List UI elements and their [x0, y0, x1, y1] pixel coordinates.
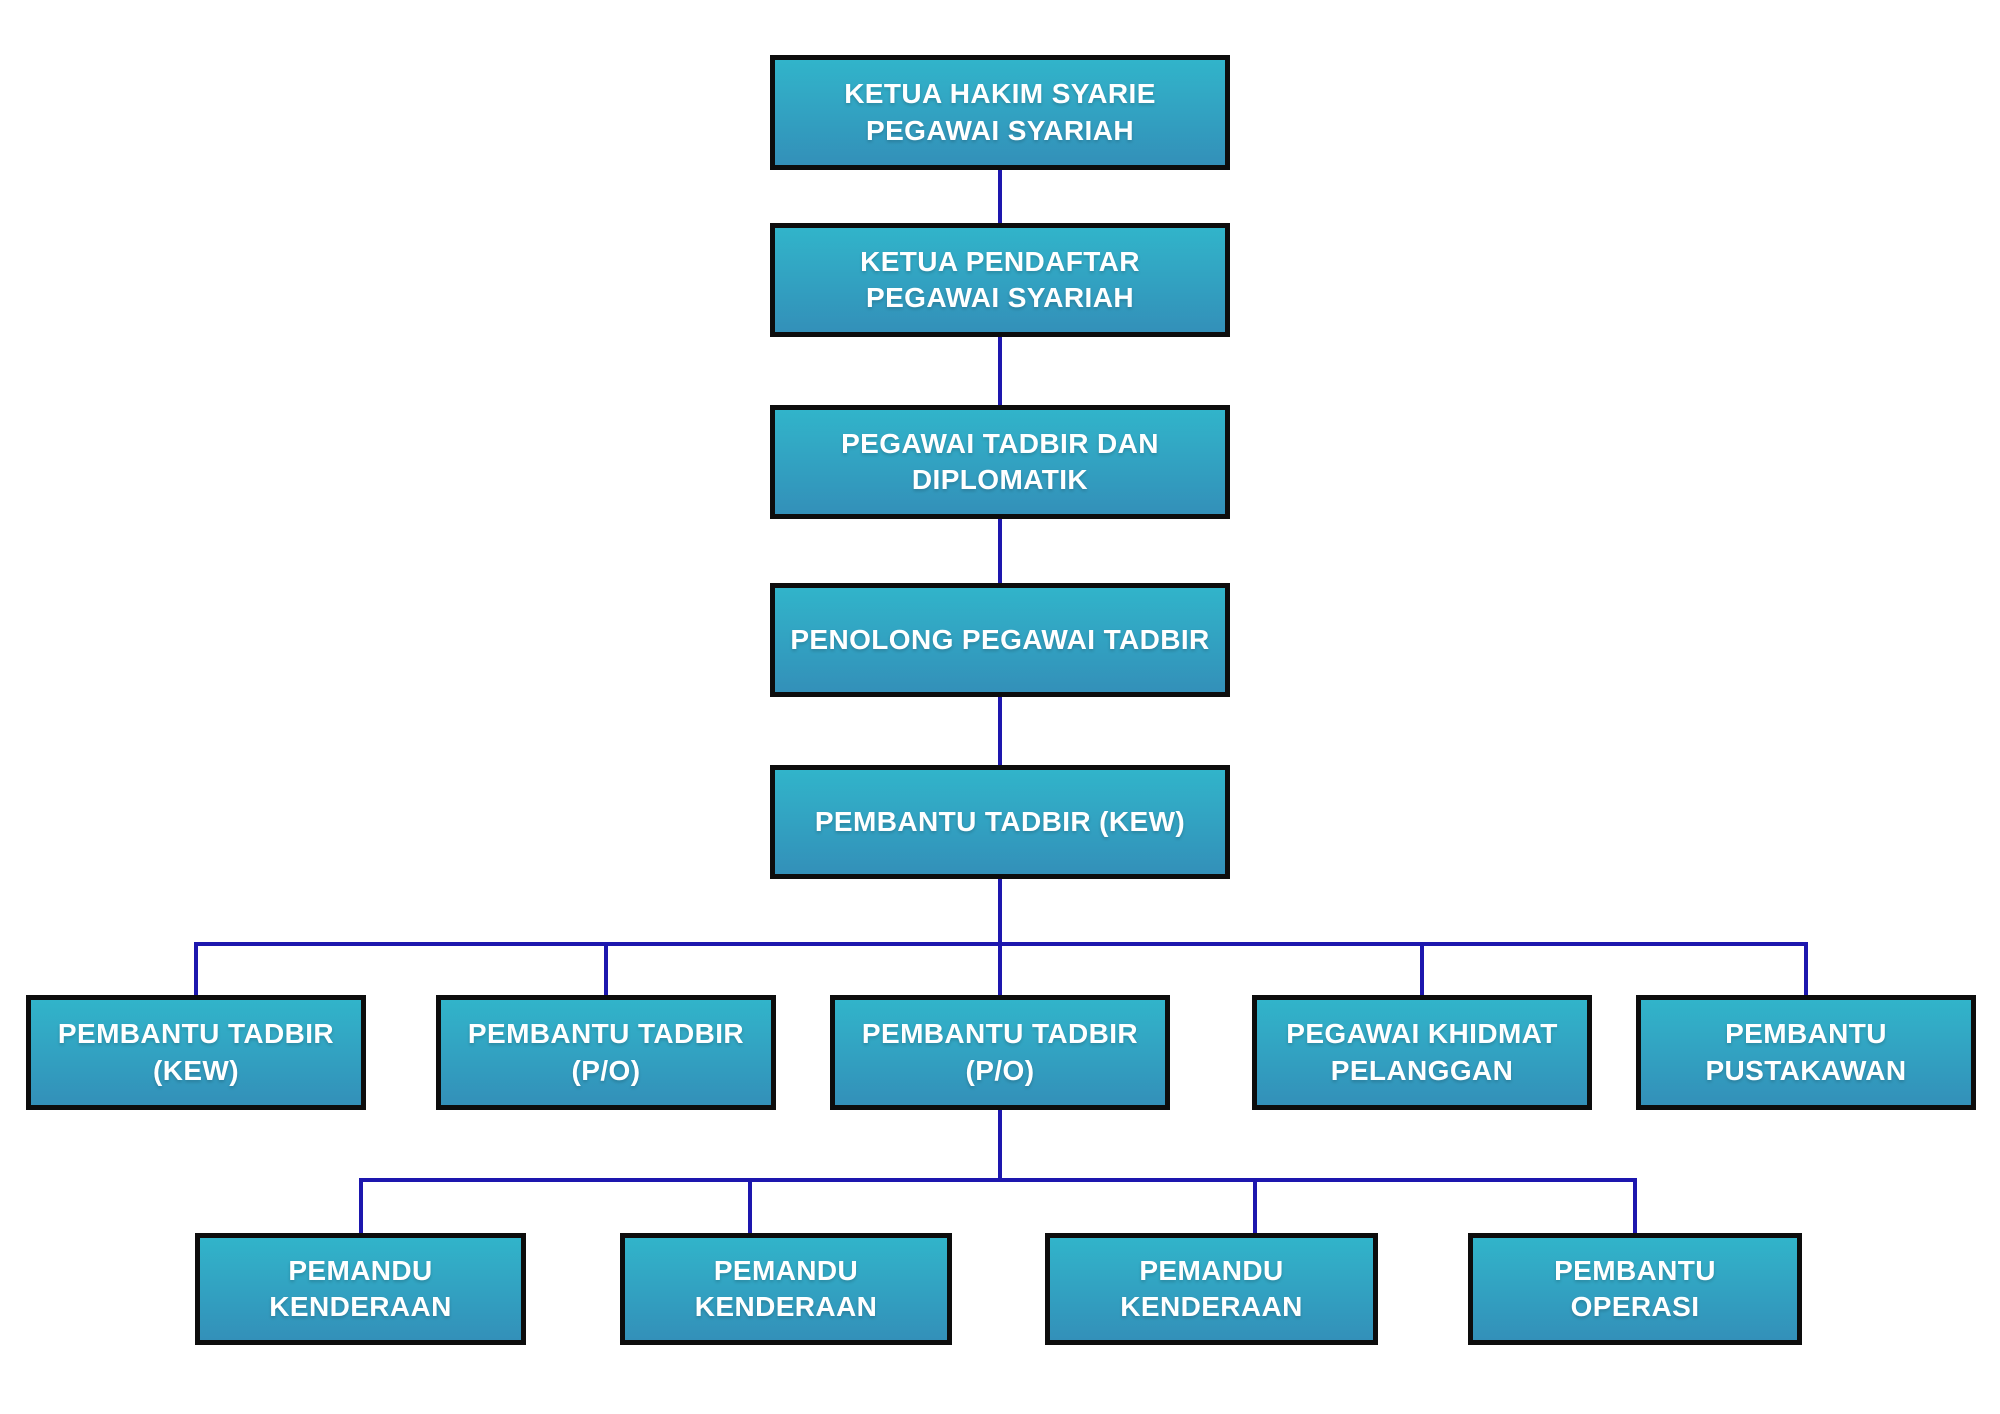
org-node-label: (P/O)	[571, 1054, 641, 1086]
org-node-label: PELANGGAN	[1330, 1054, 1514, 1086]
org-node-label: PEGAWAI SYARIAH	[866, 114, 1134, 146]
org-node-label: KENDERAAN	[1120, 1291, 1303, 1322]
connector-line	[998, 337, 1002, 405]
connector-line	[1804, 944, 1808, 995]
org-node-label: (P/O)	[965, 1054, 1035, 1086]
connector-line	[1633, 1180, 1637, 1233]
org-node-m2: PEMBANTU TADBIR (P/O)	[436, 995, 776, 1110]
org-node-label: PEMBANTU	[1554, 1254, 1716, 1286]
org-node-label: PEMANDU	[288, 1254, 433, 1286]
org-node-n1: KETUA HAKIM SYARIE PEGAWAI SYARIAH	[770, 55, 1230, 170]
connector-line	[1420, 944, 1424, 995]
org-node-label: KENDERAAN	[694, 1291, 878, 1322]
org-node-label: KETUA PENDAFTAR	[860, 245, 1140, 277]
org-node-label: KETUA HAKIM SYARIE	[844, 78, 1156, 110]
org-node-n4: PENOLONG PEGAWAI TADBIR	[770, 583, 1230, 697]
org-node-c1: PEMANDU KENDERAAN	[195, 1233, 526, 1345]
org-node-m3: PEMBANTU TADBIR (P/O)	[830, 995, 1170, 1110]
org-node-m5: PEMBANTU PUSTAKAWAN	[1636, 995, 1976, 1110]
connector-line	[998, 170, 1002, 223]
connector-line	[359, 1178, 1637, 1182]
org-node-label: OPERASI	[1570, 1291, 1700, 1322]
org-node-label: KENDERAAN	[269, 1291, 452, 1322]
org-node-n3: PEGAWAI TADBIR DAN DIPLOMATIK	[770, 405, 1230, 519]
org-node-label: PEMBANTU TADBIR	[57, 1018, 335, 1050]
connector-line	[748, 1180, 752, 1233]
org-node-label: PEMANDU	[713, 1254, 859, 1286]
org-node-label: PENOLONG PEGAWAI TADBIR	[790, 623, 1210, 655]
org-node-label: PEGAWAI SYARIAH	[866, 282, 1134, 313]
org-node-label: PEMBANTU	[1725, 1018, 1887, 1050]
org-node-label: PEMBANTU TADBIR (KEW)	[814, 805, 1186, 837]
connector-line	[359, 1180, 363, 1233]
connector-line	[998, 1110, 1002, 1180]
org-node-label: PEMBANTU TADBIR	[861, 1018, 1139, 1050]
org-node-n2: KETUA PENDAFTAR PEGAWAI SYARIAH	[770, 223, 1230, 337]
connector-line	[604, 944, 608, 995]
connector-line	[998, 697, 1002, 765]
org-node-c3: PEMANDU KENDERAAN	[1045, 1233, 1378, 1345]
org-node-c2: PEMANDU KENDERAAN	[620, 1233, 952, 1345]
org-node-c4: PEMBANTU OPERASI	[1468, 1233, 1802, 1345]
org-node-label: (KEW)	[153, 1054, 239, 1086]
org-node-label: PEGAWAI KHIDMAT	[1286, 1018, 1558, 1050]
org-node-n5: PEMBANTU TADBIR (KEW)	[770, 765, 1230, 879]
connector-line	[998, 879, 1002, 944]
connector-line	[998, 944, 1002, 995]
org-node-label: PEMBANTU TADBIR	[467, 1018, 745, 1050]
connector-line	[998, 519, 1002, 583]
org-node-label: PUSTAKAWAN	[1705, 1054, 1907, 1086]
org-node-label: PEMANDU	[1139, 1254, 1284, 1286]
connector-line	[194, 944, 198, 995]
org-node-m1: PEMBANTU TADBIR (KEW)	[26, 995, 366, 1110]
org-node-m4: PEGAWAI KHIDMAT PELANGGAN	[1252, 995, 1592, 1110]
connector-line	[1253, 1180, 1257, 1233]
org-node-label: DIPLOMATIK	[911, 464, 1089, 495]
org-node-label: PEGAWAI TADBIR DAN	[841, 427, 1159, 459]
